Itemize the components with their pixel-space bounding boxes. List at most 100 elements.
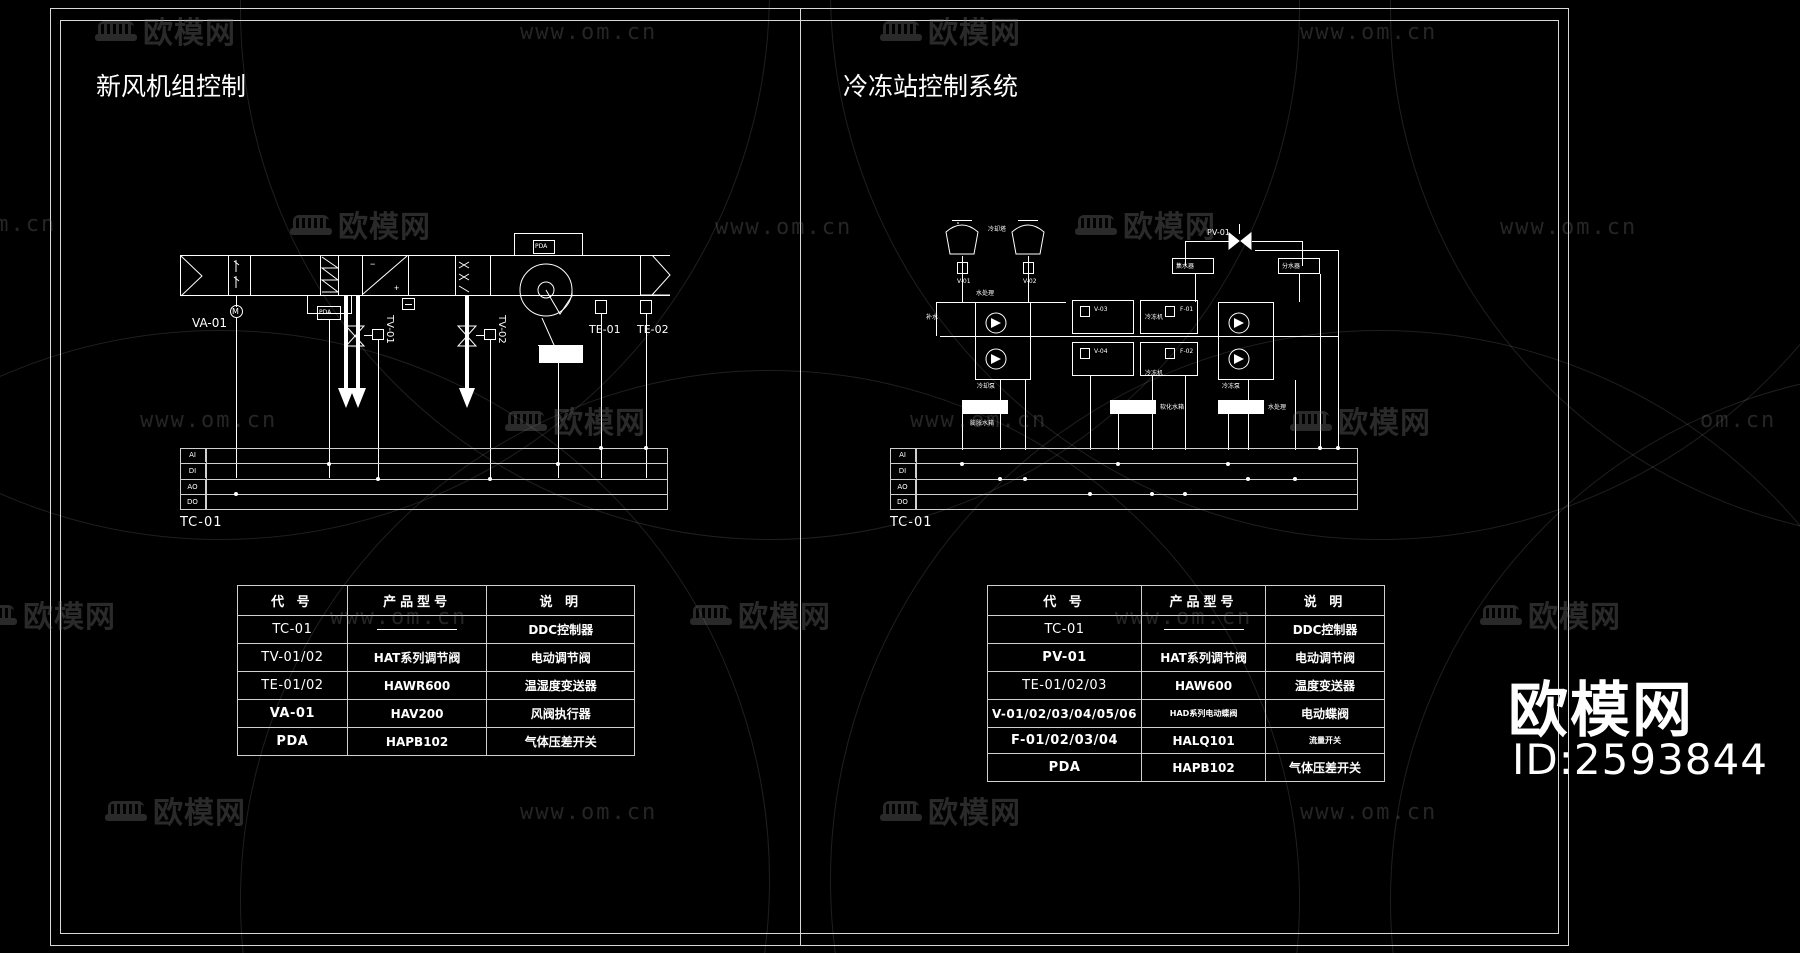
chilled-pump-2-icon: [1228, 348, 1250, 370]
frame-border-bottom: [50, 945, 1569, 946]
legend-cell-code: PDA: [237, 727, 348, 756]
tower1-down-pipe: [962, 256, 963, 302]
signal-wire-r8: [1228, 414, 1229, 450]
tower2-valve-tag: V-02: [1023, 278, 1037, 285]
supply-top-line: [1255, 250, 1339, 251]
tower2-valve-box: [1023, 262, 1034, 274]
legend-cell-code: TC-01: [237, 615, 348, 644]
legend-cell-model: HAW600: [1141, 671, 1267, 700]
legend-cell-model: HALQ101: [1141, 727, 1267, 754]
damper-actuator-symbol: [230, 305, 243, 318]
coil1-flow-arrows-icon: [338, 388, 366, 408]
io-terminal-dot: [1336, 446, 1340, 450]
watermark-url: om.cn: [0, 212, 57, 237]
sofa-icon: [0, 601, 17, 627]
filter-left-edge: [320, 255, 321, 295]
coil1-pipe-b: [356, 295, 360, 395]
svg-text:+: +: [394, 283, 399, 293]
legend-cell-code: TE-01/02/03: [986, 671, 1143, 700]
table-row: F-01/02/03/04 HALQ101 流量开关: [986, 727, 1385, 754]
table-header-row: 代 号 产品型号 说 明: [237, 585, 635, 616]
te-duct-sensor-glyph: [405, 304, 412, 305]
chiller2-tag: V-04: [1094, 348, 1108, 355]
legend-cell-code: PV-01: [986, 643, 1143, 672]
coil2-pipe: [465, 295, 469, 395]
device-label-pda: PDA: [319, 309, 332, 316]
legend-cell-model: HAD系列电动蝶阀: [1141, 699, 1267, 728]
pda-signal-wire: [329, 320, 330, 478]
device-label-tv02: TV-02: [496, 315, 507, 344]
distributor-down: [1299, 274, 1300, 302]
condenser-1-box: [1140, 300, 1198, 334]
io-row-label-di: DI: [890, 464, 916, 478]
frame-inner-left: [60, 20, 61, 934]
table-row: VA-01 HAV200 风阀执行器: [237, 699, 635, 728]
damper-section-right: [250, 255, 251, 295]
te01-sensor-box: [595, 300, 607, 314]
soft-water-tank-block: [1110, 400, 1156, 414]
legend-cell-code: TC-01: [986, 615, 1143, 644]
cooling-pump-2-icon: [985, 348, 1007, 370]
legend-cell-model: HAT系列调节阀: [346, 643, 488, 672]
expansion-tank-block: [962, 400, 1008, 414]
coil1-right-edge: [408, 255, 409, 295]
device-label-tv01: TV-01: [384, 315, 395, 344]
image-id-text: ID:2593844: [1512, 735, 1768, 784]
collector-down: [1195, 274, 1196, 302]
table-row: TC-01 DDC控制器: [986, 615, 1385, 644]
cooling-pump-1-icon: [985, 312, 1007, 334]
tv01-signal-wire: [378, 340, 379, 478]
filter-right-edge: [338, 255, 339, 295]
watermark-url: www.om.cn: [520, 800, 658, 825]
frame-inner-right: [1558, 20, 1559, 934]
legend-cell-desc: 电动调节阀: [1265, 643, 1385, 672]
va01-signal-wire: [236, 318, 237, 478]
signal-wire-r12: [1338, 336, 1339, 450]
coil1-pipe-a: [344, 295, 348, 395]
signal-wire-r5: [1118, 414, 1119, 450]
sofa-icon: [505, 407, 547, 433]
fan-motor-block: [539, 345, 583, 363]
sofa-icon: [690, 601, 732, 627]
device-label-makeup: 补水: [926, 314, 939, 321]
watermark-url: www.om.cn: [1300, 800, 1438, 825]
watermark-url: www.om.cn: [140, 408, 278, 433]
damper-actuator-glyph: M: [232, 307, 239, 316]
watermark-brand: 欧模网: [290, 202, 431, 246]
coil2-left-edge: [455, 255, 456, 295]
io-row-label-ao: AO: [180, 480, 206, 494]
cooling-tower-1-icon: [945, 222, 979, 255]
signal-wire-r7: [1185, 376, 1186, 450]
device-label-soft-water-tank: 软化水箱: [1160, 404, 1185, 411]
damper-stem: [236, 295, 237, 307]
tower1-valve-box: [957, 262, 968, 274]
coil-diagonal-icon: − +: [362, 255, 408, 295]
device-label-cooling-pump: 冷却泵: [977, 383, 996, 390]
legend-cell-code: F-01/02/03/04: [986, 727, 1143, 754]
table-header-row: 代 号 产品型号 说 明: [986, 585, 1385, 616]
watermark-brand: 欧模网: [105, 788, 246, 832]
sofa-icon: [1290, 407, 1332, 433]
legend-cell-desc: 电动蝶阀: [1265, 699, 1385, 728]
coil2-waves-icon: [458, 261, 470, 293]
sofa-icon: [880, 797, 922, 823]
pv01-right-drop: [1302, 241, 1303, 266]
te-duct-sensor-box: [402, 298, 415, 310]
device-label-va01: VA-01: [192, 316, 227, 330]
legend-cell-model: HAWR600: [346, 671, 488, 700]
page-title-left: 新风机组控制: [96, 72, 247, 101]
distributor-header-box: [1278, 258, 1320, 274]
brand-overlay-text: 欧模网: [1508, 677, 1694, 744]
control-panel-block: [1218, 400, 1264, 414]
legend-header-desc: 说 明: [486, 585, 635, 616]
watermark-brand: 欧模网: [880, 788, 1021, 832]
te01-signal-wire: [601, 314, 602, 478]
io-terminal-dot: [1226, 462, 1230, 466]
te02-signal-wire: [646, 314, 647, 478]
signal-wire-r4: [1090, 376, 1091, 450]
device-label-distributor: 分水器: [1282, 263, 1301, 270]
io-row-label-di: DI: [180, 464, 206, 478]
coil2-flow-arrow-icon: [459, 388, 475, 408]
device-label-chiller: 冷冻机: [1145, 314, 1164, 321]
io-terminal-dot: [960, 462, 964, 466]
